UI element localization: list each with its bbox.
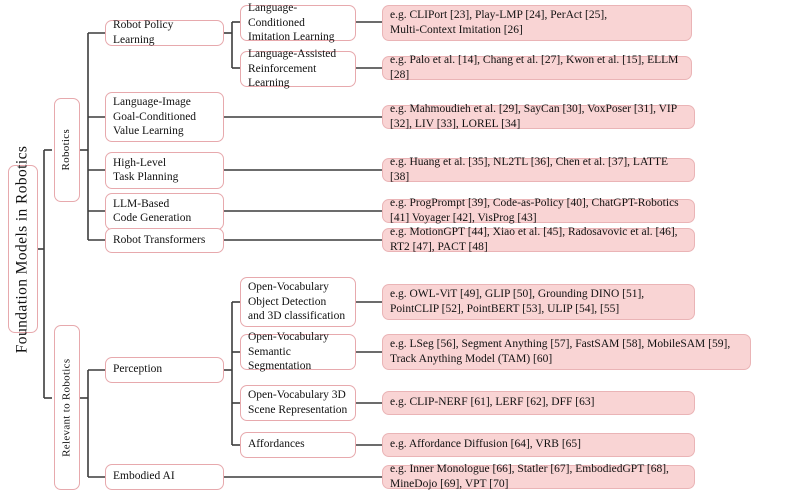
leaf-robot-transformers[interactable]: e.g. MotionGPT [44], Xiao et al. [45], R… <box>382 226 695 253</box>
node-open-vocabulary-3d-scene-representation[interactable]: Open-Vocabulary 3D Scene Representation <box>240 385 356 421</box>
node-code-generation[interactable]: LLM-Based Code Generation <box>105 193 224 230</box>
leaf-embodied-ai[interactable]: e.g. Inner Monologue [66], Statler [67],… <box>382 463 695 490</box>
node-task-planning[interactable]: High-Level Task Planning <box>105 152 224 189</box>
leaf-language-assisted-reinforcement-learning[interactable]: e.g. Palo et al. [14], Chang et al. [27]… <box>382 54 692 81</box>
label-perception: Perception <box>113 363 163 376</box>
node-robot-transformers[interactable]: Robot Transformers <box>105 228 224 253</box>
node-value-learning[interactable]: Language-Image Goal-Conditioned Value Le… <box>105 92 224 142</box>
label-code-generation: LLM-Based Code Generation <box>113 197 192 224</box>
leaf-code-generation[interactable]: e.g. ProgPrompt [39], Code-as-Policy [40… <box>382 197 695 224</box>
leaf-text-open-vocabulary-semantic-segmentation: e.g. LSeg [56], Segment Anything [57], F… <box>390 338 731 365</box>
label-open-vocabulary-object-detection: Open-Vocabulary Object Detection and 3D … <box>248 281 346 322</box>
leaf-affordances[interactable]: e.g. Affordance Diffusion [64], VRB [65] <box>382 433 695 457</box>
level1-label-relevant-to-robotics: Relevant to Robotics <box>60 358 73 457</box>
leaf-language-conditioned-imitation-learning[interactable]: e.g. CLIPort [23], Play-LMP [24], PerAct… <box>382 5 692 41</box>
node-robot-policy-learning[interactable]: Robot Policy Learning <box>105 19 224 46</box>
node-embodied-ai[interactable]: Embodied AI <box>105 464 224 490</box>
leaf-text-open-vocabulary-3d-scene-representation: e.g. CLIP-NERF [61], LERF [62], DFF [63] <box>390 396 595 409</box>
level1-label-robotics: Robotics <box>60 129 73 171</box>
label-robot-transformers: Robot Transformers <box>113 233 206 246</box>
leaf-task-planning[interactable]: e.g. Huang et al. [35], NL2TL [36], Chen… <box>382 156 695 183</box>
node-language-assisted-reinforcement-learning[interactable]: Language-Assisted Reinforcement Learning <box>240 48 356 89</box>
label-embodied-ai: Embodied AI <box>113 470 175 483</box>
label-affordances: Affordances <box>248 438 305 451</box>
node-open-vocabulary-object-detection[interactable]: Open-Vocabulary Object Detection and 3D … <box>240 277 356 327</box>
leaf-text-value-learning: e.g. Mahmoudieh et al. [29], SayCan [30]… <box>390 103 677 130</box>
root-node[interactable]: Foundation Models in Robotics <box>8 145 38 353</box>
leaf-value-learning[interactable]: e.g. Mahmoudieh et al. [29], SayCan [30]… <box>382 103 695 130</box>
leaf-open-vocabulary-3d-scene-representation[interactable]: e.g. CLIP-NERF [61], LERF [62], DFF [63] <box>382 391 695 415</box>
label-language-assisted-reinforcement-learning: Language-Assisted Reinforcement Learning <box>248 48 337 89</box>
leaf-text-robot-transformers: e.g. MotionGPT [44], Xiao et al. [45], R… <box>390 226 678 253</box>
label-language-conditioned-imitation-learning: Language-Conditioned Imitation Learning <box>248 2 335 43</box>
leaf-text-open-vocabulary-object-detection: e.g. OWL-ViT [49], GLIP [50], Grounding … <box>390 288 645 315</box>
node-perception[interactable]: Perception <box>105 357 224 383</box>
leaf-text-embodied-ai: e.g. Inner Monologue [66], Statler [67],… <box>390 463 669 490</box>
label-task-planning: High-Level Task Planning <box>113 156 179 183</box>
leaf-text-language-assisted-reinforcement-learning: e.g. Palo et al. [14], Chang et al. [27]… <box>390 54 679 81</box>
leaf-text-language-conditioned-imitation-learning: e.g. CLIPort [23], Play-LMP [24], PerAct… <box>390 9 608 36</box>
root-label: Foundation Models in Robotics <box>13 145 31 353</box>
node-language-conditioned-imitation-learning[interactable]: Language-Conditioned Imitation Learning <box>240 2 356 43</box>
label-value-learning: Language-Image Goal-Conditioned Value Le… <box>113 96 197 137</box>
leaf-open-vocabulary-semantic-segmentation[interactable]: e.g. LSeg [56], Segment Anything [57], F… <box>382 334 751 370</box>
leaf-text-task-planning: e.g. Huang et al. [35], NL2TL [36], Chen… <box>390 156 669 183</box>
level1-node-robotics[interactable]: Robotics <box>54 98 80 202</box>
label-open-vocabulary-semantic-segmentation: Open-Vocabulary Semantic Segmentation <box>248 331 329 372</box>
level1-node-relevant-to-robotics[interactable]: Relevant to Robotics <box>54 325 80 490</box>
leaf-text-affordances: e.g. Affordance Diffusion [64], VRB [65] <box>390 438 581 451</box>
label-open-vocabulary-3d-scene-representation: Open-Vocabulary 3D Scene Representation <box>248 389 348 416</box>
label-robot-policy-learning: Robot Policy Learning <box>113 19 174 46</box>
node-affordances[interactable]: Affordances <box>240 432 356 458</box>
leaf-text-code-generation: e.g. ProgPrompt [39], Code-as-Policy [40… <box>390 197 679 224</box>
node-open-vocabulary-semantic-segmentation[interactable]: Open-Vocabulary Semantic Segmentation <box>240 331 356 372</box>
leaf-open-vocabulary-object-detection[interactable]: e.g. OWL-ViT [49], GLIP [50], Grounding … <box>382 284 695 320</box>
